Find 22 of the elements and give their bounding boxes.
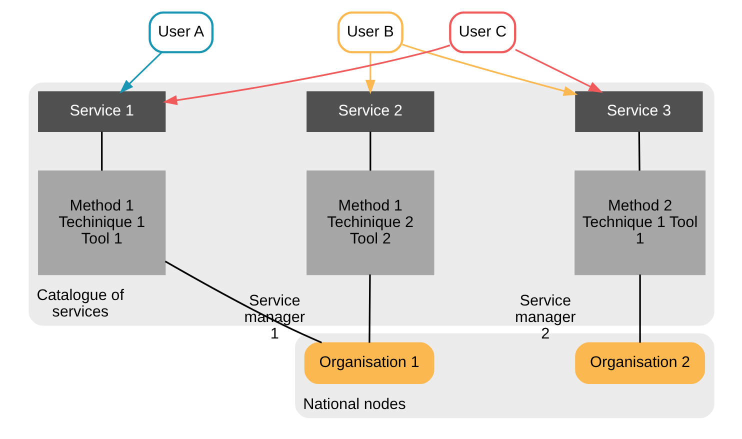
node-box: User B: [336, 11, 403, 54]
arrow: [514, 48, 602, 93]
connector: [638, 274, 640, 343]
node-box: Method 2 Technique 1 Tool 1: [574, 170, 706, 276]
node-box: User C: [448, 11, 516, 54]
connector: [164, 260, 322, 344]
node-box: Service 2: [306, 91, 434, 132]
connector: [369, 132, 371, 171]
arrow: [364, 52, 375, 94]
node-box: Method 1 Techinique 1 Tool 1: [38, 170, 166, 276]
node-box: Method 1 Techinique 2 Tool 2: [306, 170, 434, 276]
node-box: User A: [148, 11, 214, 54]
arrow: [162, 44, 450, 106]
arrow: [118, 52, 162, 94]
arrow: [402, 44, 578, 96]
node-box: Organisation 1: [304, 342, 434, 384]
node-box: Service 1: [38, 91, 166, 132]
connector: [100, 132, 102, 171]
connector: [368, 274, 370, 343]
node-box: Service 3: [574, 91, 702, 132]
node-box: Organisation 2: [574, 342, 704, 384]
connector: [638, 132, 640, 171]
